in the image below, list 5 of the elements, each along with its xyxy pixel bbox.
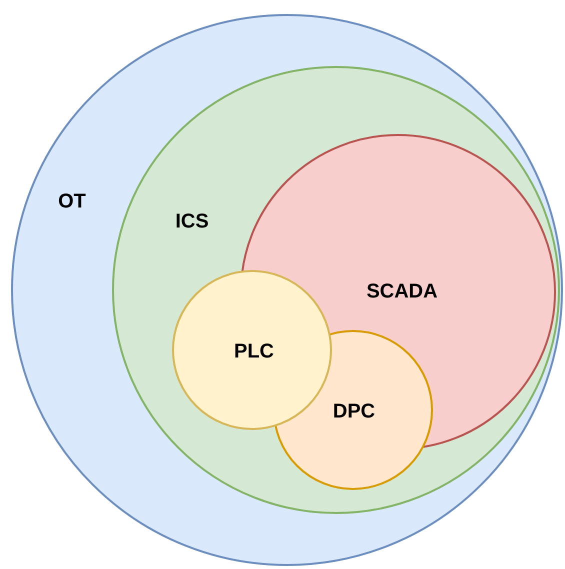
set-label: PLC — [234, 340, 274, 364]
set-label: OT — [58, 190, 86, 214]
set-label: SCADA — [366, 280, 438, 304]
set-label: ICS — [175, 210, 209, 234]
set-label: DPC — [332, 400, 376, 424]
